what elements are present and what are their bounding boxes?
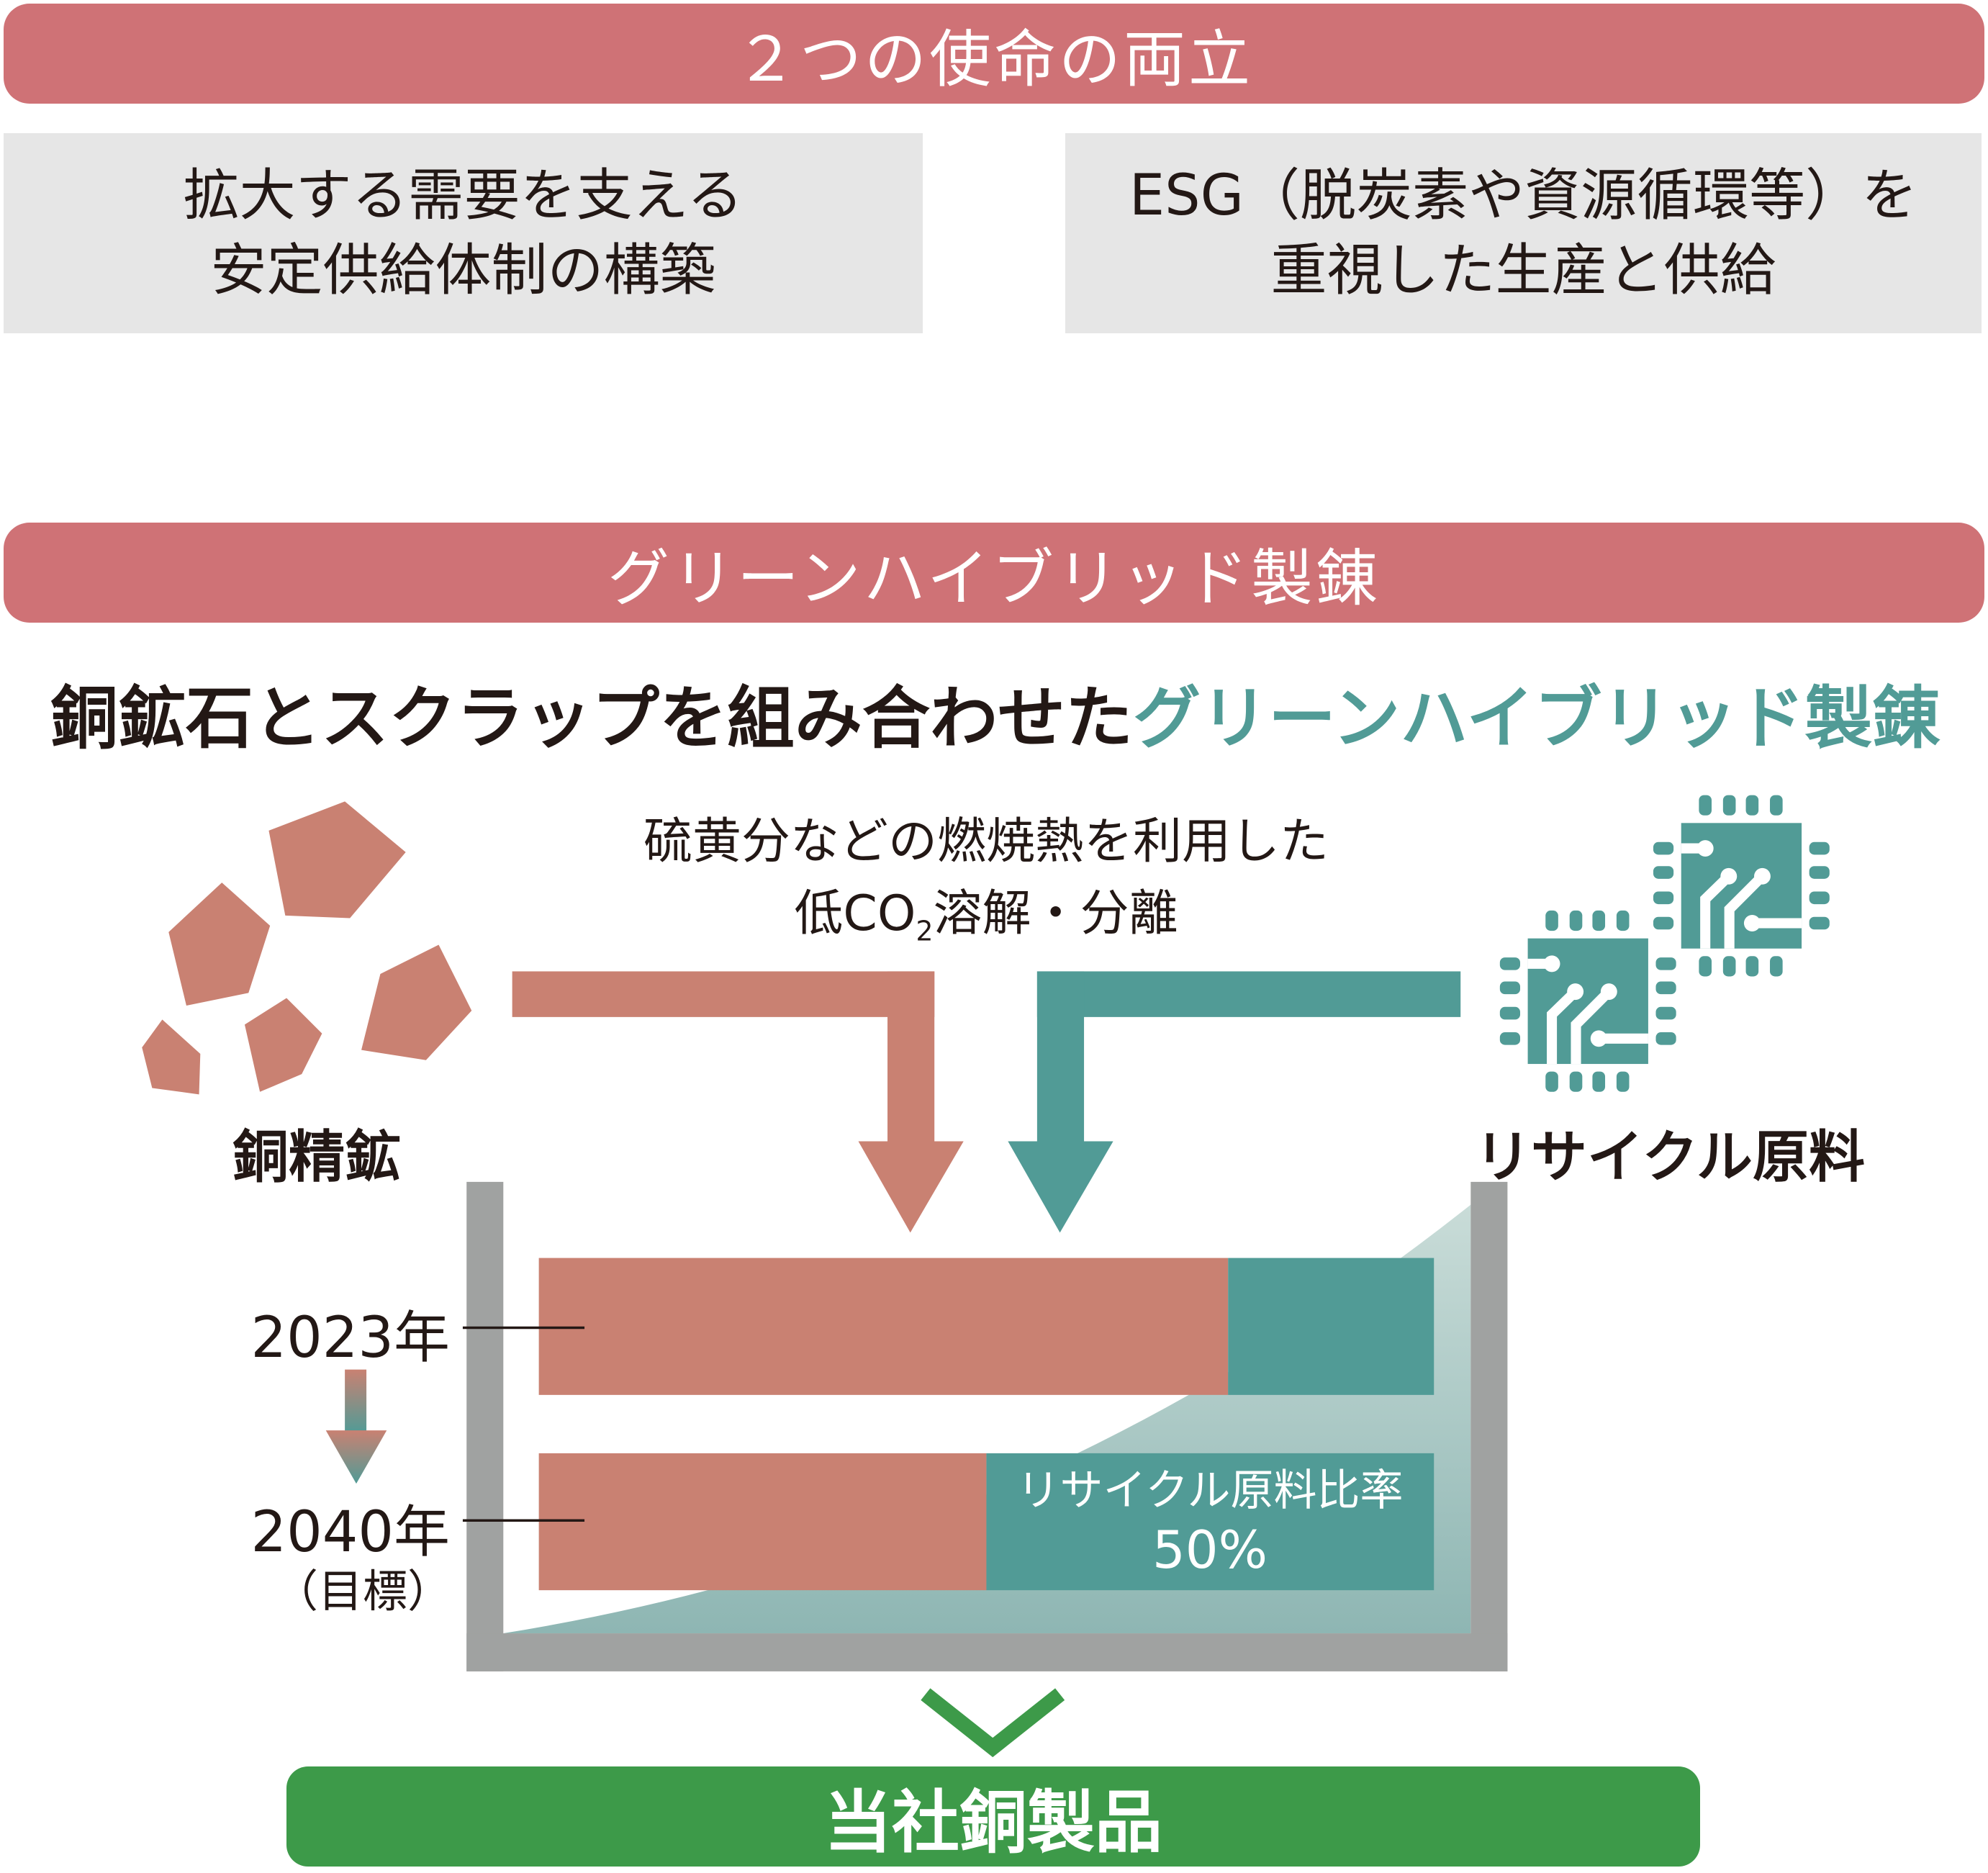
output-chevron-icon <box>921 1688 1065 1758</box>
bar-ore-0 <box>538 1258 1229 1395</box>
product-output: 当社銅製品 <box>286 1766 1700 1867</box>
ore-rocks-icon <box>142 801 472 1095</box>
rock <box>142 1019 201 1095</box>
ore-input-arrow <box>512 971 964 1233</box>
ore-label: 銅精鉱 <box>232 1125 401 1190</box>
headline: 銅鉱石とスクラップを組み合わせたグリーンハイブリッド製錬 <box>50 664 1940 762</box>
mission-card-supply: 拡大する需要を支える 安定供給体制の構築 <box>4 133 923 333</box>
headline-highlight: グリーンハイブリッド製錬 <box>1133 680 1940 758</box>
process-note-co: 低CO <box>794 885 916 942</box>
top-banner: ２つの使命の両立 <box>4 4 1984 104</box>
smelter-container <box>466 1181 1508 1671</box>
target-label: （目標） <box>274 1565 453 1617</box>
product-label: 当社銅製品 <box>823 1783 1162 1862</box>
recycle-input-arrow <box>1008 971 1461 1233</box>
timeline-arrow <box>325 1369 387 1484</box>
process-note: 硫黄分などの燃焼熱を利用した 低CO2溶解・分離 <box>626 806 1346 967</box>
rock <box>244 998 322 1092</box>
headline-prefix: 銅鉱石とスクラップを組み合わせた <box>50 680 1134 758</box>
process-note-line1: 硫黄分などの燃焼熱を利用した <box>643 813 1329 870</box>
section-banner-title: グリーンハイブリッド製錬 <box>607 543 1381 615</box>
rock <box>361 944 472 1060</box>
bar-ore-1 <box>538 1453 987 1591</box>
mission-text: 重視した生産と供給 <box>1270 238 1776 303</box>
mission-text: 安定供給体制の構築 <box>210 238 716 303</box>
recycle-ratio-label: リサイクル原料比率 <box>1016 1466 1404 1516</box>
bar-recycle-0 <box>1228 1258 1434 1395</box>
bar-recycle-1 <box>986 1453 1434 1591</box>
recycle-ratio-annotation: リサイクル原料比率 50% <box>986 1461 1434 1579</box>
recycle-label: リサイクル原料 <box>1474 1125 1866 1190</box>
rock <box>268 801 406 919</box>
section-banner: グリーンハイブリッド製錬 <box>4 523 1984 623</box>
mission-text: ESG（脱炭素や資源循環等）を <box>1129 163 1918 228</box>
year-2023-label: 2023年 <box>250 1306 450 1371</box>
mission-text: 拡大する需要を支える <box>183 163 744 228</box>
mission-card-esg: ESG（脱炭素や資源循環等）を 重視した生産と供給 <box>1065 133 1982 333</box>
year-2040-label: 2040年 <box>250 1500 450 1565</box>
rock <box>168 883 271 1006</box>
process-note-sub: 2 <box>916 915 934 947</box>
process-note-line2: 溶解・分離 <box>933 885 1178 942</box>
circuit-chip-icon <box>1500 795 1830 1092</box>
top-banner-title: ２つの使命の両立 <box>735 24 1253 96</box>
recycle-ratio-value: 50% <box>1152 1520 1268 1580</box>
